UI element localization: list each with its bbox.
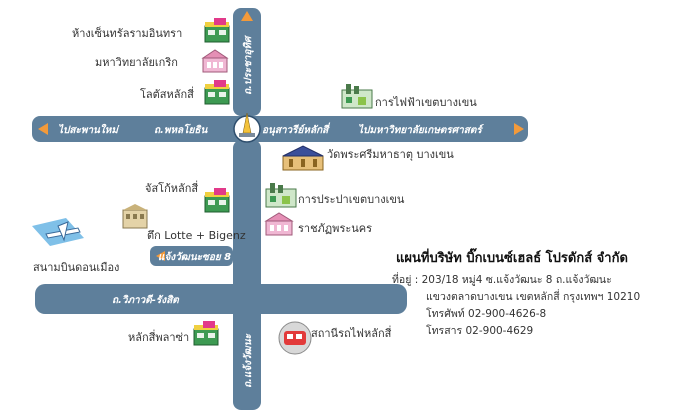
road-soi8 [150,246,233,266]
shop-icon [204,80,230,105]
address-label: ที่อยู่ : [392,274,419,286]
arrow-left [38,123,48,135]
place-train: สถานีรถไฟหลักสี่ [311,325,392,340]
place-mall: ห้างเซ็นทรัลรามอินทรา [72,26,182,40]
place-water: การประปาเขตบางเขน [298,193,405,206]
place-laksi-plaza: หลักสี่พลาซ่า [128,329,189,344]
road-label-left: ไปสะพานใหม่ [58,123,120,136]
road-label-top: ถ.ประชาอุทิศ [242,34,254,95]
shop-icon [204,18,230,43]
address-row-1: ที่อยู่ : 203/18 หมู่4 ซ.แจ้งวัฒนะ 8 ถ.แ… [392,272,640,289]
place-lotus: โลตัสหลักสี่ [140,86,194,101]
arrow-up [241,11,253,21]
building-icon [201,49,229,73]
road-horizontal-top [32,116,528,142]
company-title: แผนที่บริษัท บิ๊กเบนซ์เฮลธ์ โปรดักส์ จำก… [396,251,628,266]
temple-icon [282,145,324,171]
shop-icon [193,321,219,346]
address-line-1: 203/18 หมู่4 ซ.แจ้งวัฒนะ 8 ถ.แจ้งวัฒนะ [421,274,612,286]
factory-icon [265,183,297,208]
fax-number: โทรสาร 02-900-4629 [426,325,534,337]
place-jusco: จัสโก้หลักสี่ [145,180,198,195]
road-label-phahon: ถ.พหลโยธิน [154,123,208,136]
building-icon [264,212,294,236]
train-icon [278,321,312,355]
road-label-soi8: แจ้งวัฒนะซอย 8 [158,251,231,263]
phone-number: โทรศัพท์ 02-900-4626-8 [426,308,547,320]
place-rajabhat: ราชภัฏพระนคร [298,222,372,235]
road-label-bottom: ถ.แจ้งวัฒนะ [242,333,254,388]
place-electricity: การไฟฟ้าเขตบางเขน [375,96,477,109]
road-vertical-bottom [233,140,261,410]
road-vertical-top [233,8,261,116]
road-vibhavadi [35,284,407,314]
monument-icon [233,112,261,143]
building-icon [122,204,148,229]
airplane-icon [32,218,84,246]
place-airport: สนามบินดอนเมือง [33,261,119,274]
place-lotte: ตึก Lotte + Bigenz [147,229,246,242]
address-line-2: แขวงตลาดบางเขน เขตหลักสี่ กรุงเทพฯ 10210 [426,291,641,303]
factory-icon [341,84,373,109]
road-label-vibhavadi: ถ.วิภาวดี-รังสิต [112,294,180,306]
shop-icon [204,188,230,213]
arrow-soi8-left [156,251,165,261]
place-university: มหาวิทยาลัยเกริก [95,56,178,69]
road-label-junction: อนุสาวรีย์หลักสี่ [262,122,330,136]
place-temple: วัดพระศรีมหาธาตุ บางเขน [327,148,454,161]
company-info: แผนที่บริษัท บิ๊กเบนซ์เฮลธ์ โปรดักส์ จำก… [392,247,640,340]
arrow-right [514,123,524,135]
road-label-right: ไปมหาวิทยาลัยเกษตรศาสตร์ [358,123,485,136]
